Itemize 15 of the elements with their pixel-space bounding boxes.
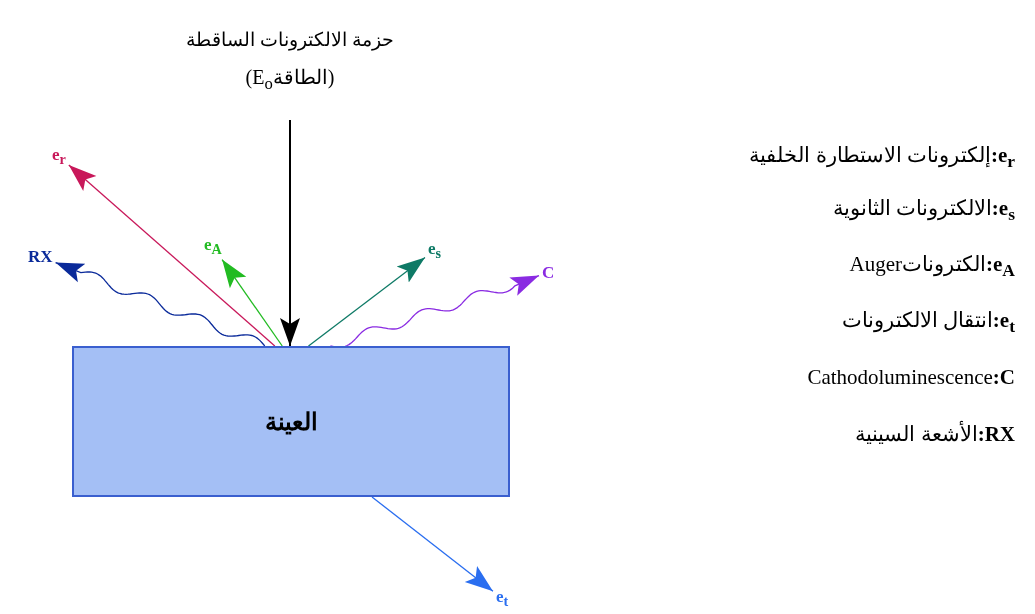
signal-label: e$_{t}$ [496,588,509,609]
sample-box: العينة [72,346,510,497]
arrow [221,258,283,347]
arrow [280,119,300,347]
signal-label: e$_{s}$ [428,240,442,261]
signal-label: RX [28,248,53,265]
wavy-arrow [54,261,266,347]
arrow [371,496,494,592]
arrow [307,256,426,347]
signal-label: e$_{A}$ [204,236,222,257]
arrow [68,164,276,347]
signal-label: e$_{r}$ [52,146,66,167]
legend-text: Cathodoluminescence:C [807,365,1015,390]
beam-title: حزمة الالكترونات الساقطة [185,28,395,51]
signal-label: C [542,264,555,281]
